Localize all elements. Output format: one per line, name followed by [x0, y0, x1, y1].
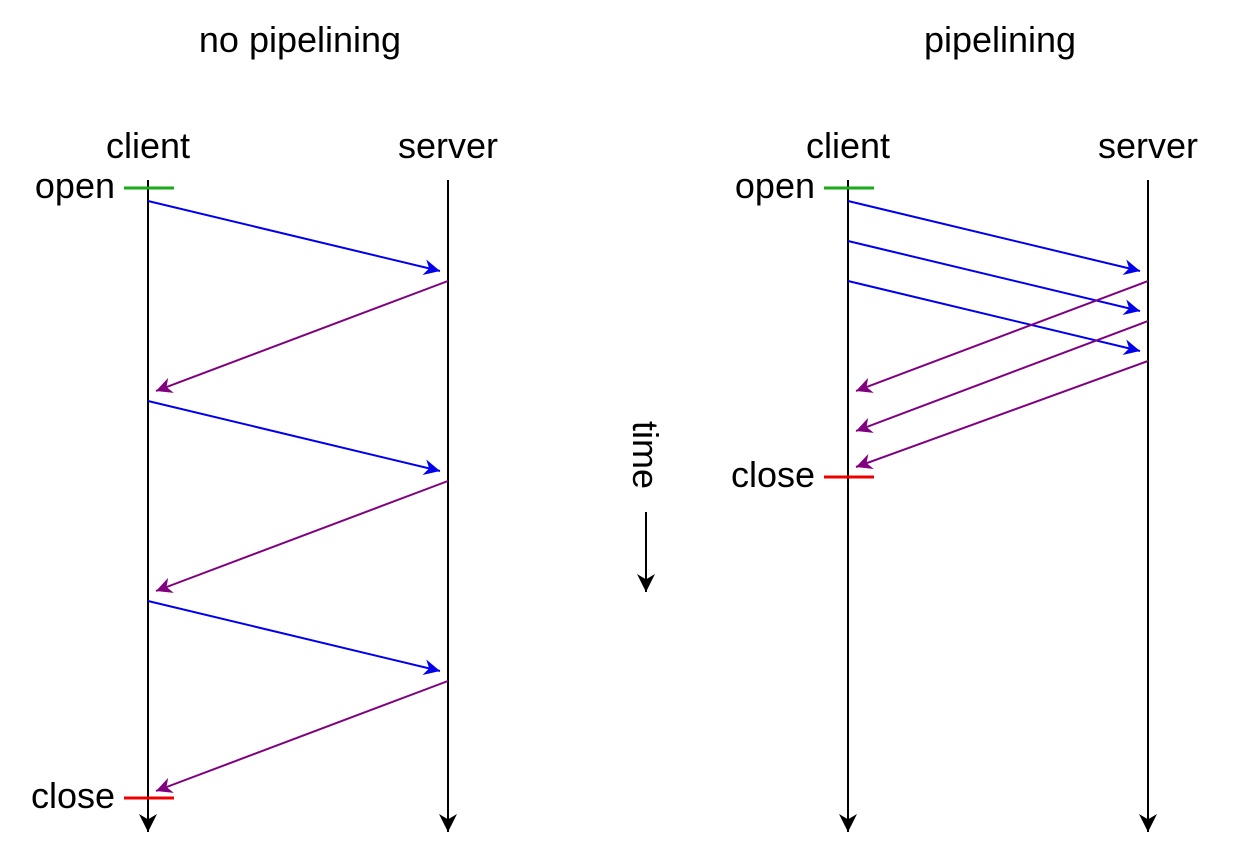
server-label: server — [1098, 125, 1198, 166]
open-label: open — [35, 165, 115, 206]
time-label: time — [625, 421, 666, 489]
panel-pipelining: pipelining client server open close — [731, 19, 1198, 832]
request-arrow-3 — [847, 280, 1141, 356]
response-arrow-2 — [155, 480, 449, 593]
panel-no-pipelining: no pipelining client server open close — [31, 19, 498, 832]
client-label: client — [106, 125, 190, 166]
response-arrow-1 — [855, 280, 1149, 393]
panel-title: no pipelining — [199, 19, 401, 60]
response-arrow-3 — [855, 360, 1149, 470]
response-arrow-1 — [155, 280, 449, 393]
server-label: server — [398, 125, 498, 166]
request-arrow-1 — [147, 200, 441, 276]
request-arrow-3 — [147, 600, 441, 676]
close-label: close — [31, 775, 115, 816]
close-label: close — [731, 454, 815, 495]
response-arrow-3 — [155, 680, 449, 793]
response-arrow-2 — [855, 320, 1149, 433]
client-label: client — [806, 125, 890, 166]
time-axis: time — [625, 421, 666, 592]
panel-title: pipelining — [924, 19, 1076, 60]
request-arrow-2 — [147, 400, 441, 476]
open-label: open — [735, 165, 815, 206]
request-arrow-2 — [847, 240, 1141, 316]
request-arrow-1 — [847, 200, 1141, 276]
